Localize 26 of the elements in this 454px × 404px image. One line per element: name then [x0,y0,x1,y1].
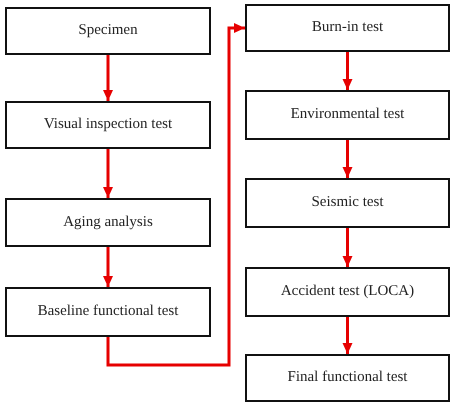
arrow [106,23,245,366]
process-box [245,90,450,140]
arrow [342,317,352,354]
step-label: Accident test (LOCA) [280,283,414,301]
step-label: Environmental test [290,106,404,124]
step-label: Seismic test [311,194,384,212]
arrow [103,55,113,101]
step-label: Burn-in test [312,19,384,37]
arrow [103,247,113,287]
process-box [5,7,211,55]
process-box [245,354,450,402]
process-box [5,287,211,337]
step-label: Specimen [78,22,138,40]
arrow [342,140,352,178]
step-label: Visual inspection test [44,116,172,134]
process-box [5,198,211,247]
step-label: Baseline functional test [38,303,178,321]
process-box [245,178,450,228]
process-box [5,101,211,149]
arrow [103,149,113,198]
arrow [342,52,352,90]
step-label: Final functional test [288,369,408,387]
process-box [245,4,450,52]
step-label: Aging analysis [63,214,153,232]
process-box [245,267,450,317]
arrow [342,228,352,267]
